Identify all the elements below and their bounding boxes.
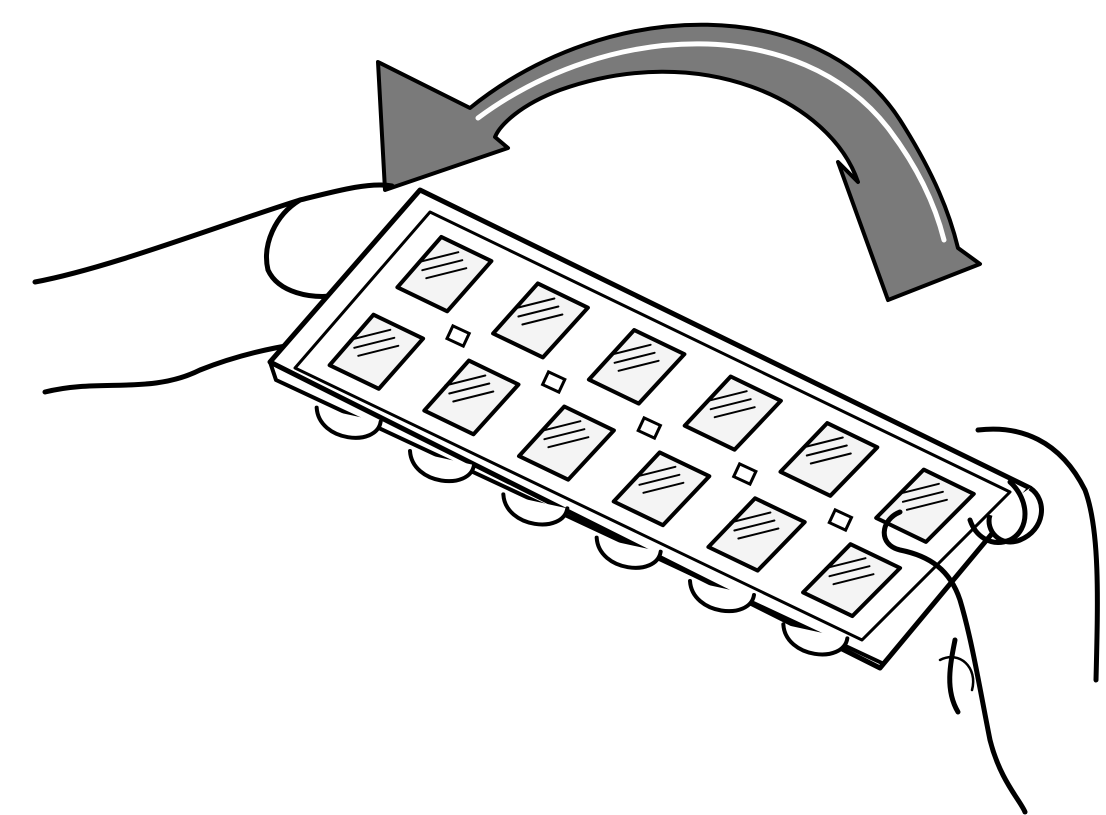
right-knuckle: [940, 657, 973, 690]
left-thumb: [267, 200, 340, 296]
left-arm-upper: [35, 185, 392, 282]
right-wrist: [950, 640, 958, 712]
right-hand-back: [978, 429, 1097, 680]
